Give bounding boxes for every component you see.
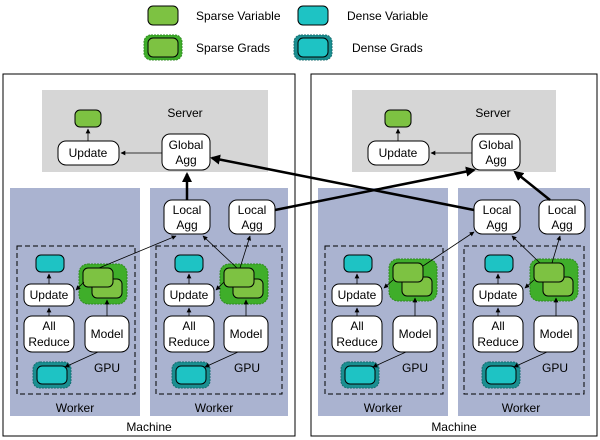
- server-sparse-variable: [74, 109, 102, 128]
- server-label: Server: [475, 106, 510, 120]
- server-label: Server: [167, 106, 202, 120]
- update-label: Update: [69, 146, 108, 160]
- gpu-label: GPU: [402, 361, 428, 375]
- sparse-grads: [223, 267, 255, 288]
- dense-grads-swatch: [297, 37, 329, 58]
- sparse-grads: [533, 262, 565, 283]
- machine-label: Machine: [431, 420, 477, 434]
- local-agg-label-2: Agg: [551, 218, 572, 232]
- update-label: Update: [170, 288, 209, 302]
- local-agg-node: [538, 199, 586, 235]
- sparse-variable-swatch: [147, 5, 179, 26]
- all-reduce-label-1: All: [182, 319, 195, 333]
- sparse-grads: [82, 267, 114, 288]
- all-reduce-label-2: Reduce: [477, 335, 519, 349]
- worker-label: Worker: [364, 401, 402, 415]
- all-reduce-label-2: Reduce: [336, 335, 378, 349]
- worker-label: Worker: [502, 401, 540, 415]
- global-agg-node: [471, 133, 521, 171]
- gpu-region: [463, 245, 585, 395]
- dense-grads: [485, 365, 517, 385]
- local-agg-label-2: Agg: [241, 218, 262, 232]
- dense-variable: [484, 254, 514, 273]
- legend-sparse-grads: Sparse Grads: [196, 41, 270, 55]
- dense-variable: [35, 254, 65, 273]
- local-agg-label-1: Local: [548, 203, 577, 217]
- model-label: Model: [230, 327, 263, 341]
- all-reduce-label-2: Reduce: [168, 335, 210, 349]
- legend-sparse-variable: Sparse Variable: [196, 9, 281, 23]
- update-label: Update: [379, 146, 418, 160]
- update-label: Update: [338, 288, 377, 302]
- dense-variable-swatch: [297, 5, 329, 26]
- update-node: [57, 140, 120, 166]
- update-label: Update: [30, 288, 69, 302]
- model-label: Model: [91, 327, 124, 341]
- machine-1: Machine Server Update Global Agg Worker …: [2, 73, 296, 437]
- machine-label: Machine: [126, 420, 172, 434]
- gpu-region: [324, 245, 444, 395]
- dense-variable: [174, 254, 204, 273]
- gpu-label: GPU: [234, 361, 260, 375]
- worker-label: Worker: [195, 401, 233, 415]
- dense-grads: [175, 365, 207, 385]
- model-label: Model: [540, 327, 573, 341]
- thick-arrows: [182, 154, 551, 212]
- gpu-label: GPU: [94, 361, 120, 375]
- all-reduce-label-1: All: [42, 319, 55, 333]
- all-reduce-label-2: Reduce: [28, 335, 70, 349]
- gpu-region: [16, 245, 136, 395]
- thin-arrows: [46, 128, 252, 368]
- worker-label: Worker: [56, 401, 94, 415]
- gpu-label: GPU: [542, 361, 568, 375]
- dense-grads: [344, 365, 376, 385]
- global-agg-node: [161, 133, 211, 171]
- machine-2: Machine Server Update Global Agg Worker …: [310, 73, 598, 437]
- global-agg-label-2: Agg: [175, 153, 196, 167]
- local-agg-label-1: Local: [238, 203, 267, 217]
- thin-arrows: [354, 128, 562, 368]
- all-reduce-label-1: All: [350, 319, 363, 333]
- dense-grads: [36, 365, 68, 385]
- update-node: [367, 140, 430, 166]
- sparse-grads: [392, 262, 424, 283]
- local-agg-label-2: Agg: [176, 218, 197, 232]
- all-reduce-label-1: All: [491, 319, 504, 333]
- dense-variable: [343, 254, 373, 273]
- legend: Sparse Variable Dense Variable Sparse Gr…: [143, 5, 428, 61]
- sparse-grads-swatch: [147, 37, 179, 58]
- server-sparse-variable: [384, 109, 412, 128]
- update-label: Update: [479, 288, 518, 302]
- global-agg-label-1: Global: [479, 138, 514, 152]
- legend-dense-grads: Dense Grads: [352, 41, 423, 55]
- global-agg-label-1: Global: [169, 138, 204, 152]
- gpu-region: [155, 245, 283, 395]
- legend-dense-variable: Dense Variable: [347, 9, 428, 23]
- local-agg-node: [228, 199, 276, 235]
- local-agg-label-2: Agg: [486, 218, 507, 232]
- global-agg-label-2: Agg: [485, 153, 506, 167]
- local-agg-label-1: Local: [173, 203, 202, 217]
- local-agg-node: [473, 199, 521, 235]
- model-label: Model: [399, 327, 432, 341]
- local-agg-label-1: Local: [483, 203, 512, 217]
